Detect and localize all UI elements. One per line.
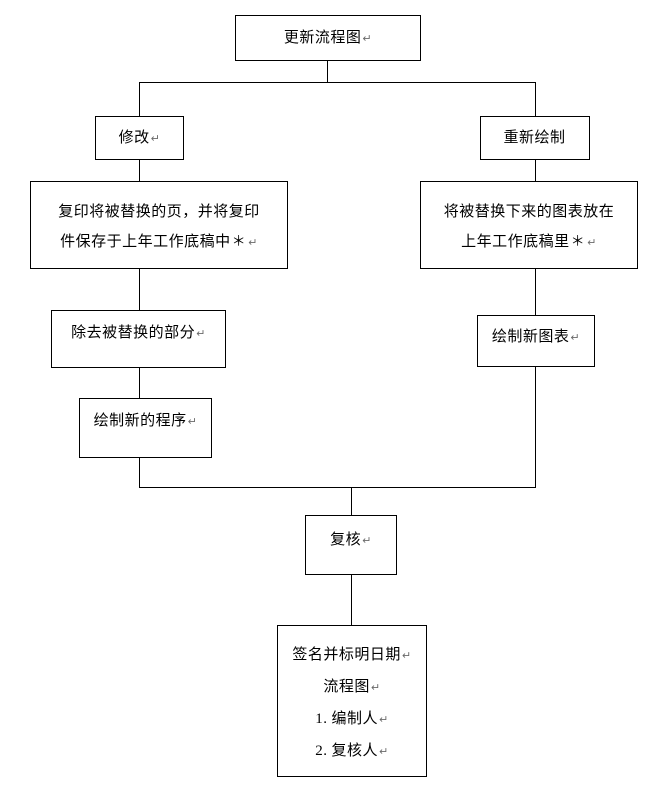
connector-modify-to-copy — [139, 159, 140, 181]
connector-merge-to-review — [351, 487, 352, 515]
connector-split-bar — [139, 82, 535, 83]
node-list-item: 2.复核人↵ — [315, 735, 388, 767]
node-list-item: 1.编制人↵ — [315, 703, 388, 735]
node-store-replaced-chart[interactable]: 将被替换下来的图表放在 上年工作底稿里＊↵ — [420, 181, 638, 269]
node-modify[interactable]: 修改↵ — [95, 116, 184, 160]
connector-remove-to-procedure — [139, 368, 140, 398]
pilcrow-icon: ↵ — [362, 32, 373, 45]
pilcrow-icon: ↵ — [196, 327, 206, 340]
node-line: 件保存于上年工作底稿中＊↵ — [60, 226, 258, 258]
pilcrow-icon: ↵ — [150, 132, 161, 145]
node-text: 绘制新的程序 — [93, 411, 187, 429]
node-text: 复印将被替换的页，并将复印 — [58, 202, 260, 220]
node-line: 流程图↵ — [323, 671, 380, 703]
pilcrow-icon: ↵ — [248, 236, 258, 249]
pilcrow-icon: ↵ — [362, 534, 372, 547]
node-redraw[interactable]: 重新绘制 — [480, 116, 590, 160]
pilcrow-icon: ↵ — [379, 713, 389, 726]
node-text: 重新绘制 — [503, 128, 566, 146]
connector-store-to-newchart — [535, 268, 536, 315]
node-draw-new-chart[interactable]: 绘制新图表↵ — [477, 315, 595, 367]
node-line: 复核↵ — [330, 524, 372, 556]
node-draw-new-procedure[interactable]: 绘制新的程序↵ — [79, 398, 212, 458]
pilcrow-icon — [566, 132, 567, 145]
connector-title-down — [327, 60, 328, 82]
connector-redraw-to-store — [535, 159, 536, 181]
node-line: 绘制新的程序↵ — [94, 405, 198, 437]
node-text: 复核 — [330, 530, 362, 548]
node-review[interactable]: 复核↵ — [305, 515, 397, 575]
connector-copy-to-remove — [139, 268, 140, 310]
connector-split-to-right — [535, 82, 536, 116]
node-text: 签名并标明日期 — [292, 645, 401, 663]
node-line: 重新绘制 — [503, 122, 566, 154]
node-line: 修改↵ — [119, 122, 161, 154]
node-remove-replaced-part[interactable]: 除去被替换的部分↵ — [51, 310, 226, 368]
node-line: 绘制新图表↵ — [492, 321, 580, 353]
node-text: 上年工作底稿里 — [461, 232, 570, 250]
pilcrow-icon: ↵ — [587, 236, 597, 249]
pilcrow-icon: ↵ — [570, 331, 581, 344]
asterisk-icon: ＊ — [231, 234, 247, 250]
node-line: 除去被替换的部分↵ — [71, 317, 206, 349]
node-update-flowchart[interactable]: 更新流程图↵ — [235, 15, 421, 61]
node-copy-replaced-page[interactable]: 复印将被替换的页，并将复印 件保存于上年工作底稿中＊↵ — [30, 181, 288, 269]
node-text: 流程图 — [323, 677, 370, 695]
node-text: 复核人 — [331, 741, 379, 759]
node-line: 复印将被替换的页，并将复印 — [58, 196, 260, 226]
connector-review-to-final — [351, 575, 352, 625]
connector-split-to-left — [139, 82, 140, 116]
asterisk-icon: ＊ — [570, 234, 586, 250]
node-text: 修改 — [118, 128, 150, 146]
node-line: 上年工作底稿里＊↵ — [461, 226, 597, 258]
list-number: 2. — [315, 743, 328, 759]
node-line: 更新流程图↵ — [284, 22, 372, 54]
node-text: 件保存于上年工作底稿中 — [60, 232, 231, 250]
pilcrow-icon: ↵ — [401, 649, 412, 662]
node-text: 除去被替换的部分 — [71, 323, 196, 341]
node-text: 将被替换下来的图表放在 — [443, 202, 615, 220]
node-text: 绘制新图表 — [491, 327, 570, 345]
pilcrow-icon: ↵ — [370, 681, 381, 694]
node-line: 将被替换下来的图表放在 — [444, 196, 615, 226]
connector-newchart-to-merge — [535, 367, 536, 487]
connector-procedure-to-merge — [139, 458, 140, 487]
connector-merge-bar — [139, 487, 536, 488]
node-line: 签名并标明日期↵ — [292, 639, 411, 671]
pilcrow-icon: ↵ — [379, 745, 389, 758]
list-number: 1. — [315, 711, 328, 727]
node-text: 编制人 — [331, 709, 379, 727]
node-sign-and-date[interactable]: 签名并标明日期↵ 流程图↵ 1.编制人↵ 2.复核人↵ — [277, 625, 427, 777]
pilcrow-icon: ↵ — [187, 415, 198, 428]
node-text: 更新流程图 — [283, 28, 362, 46]
